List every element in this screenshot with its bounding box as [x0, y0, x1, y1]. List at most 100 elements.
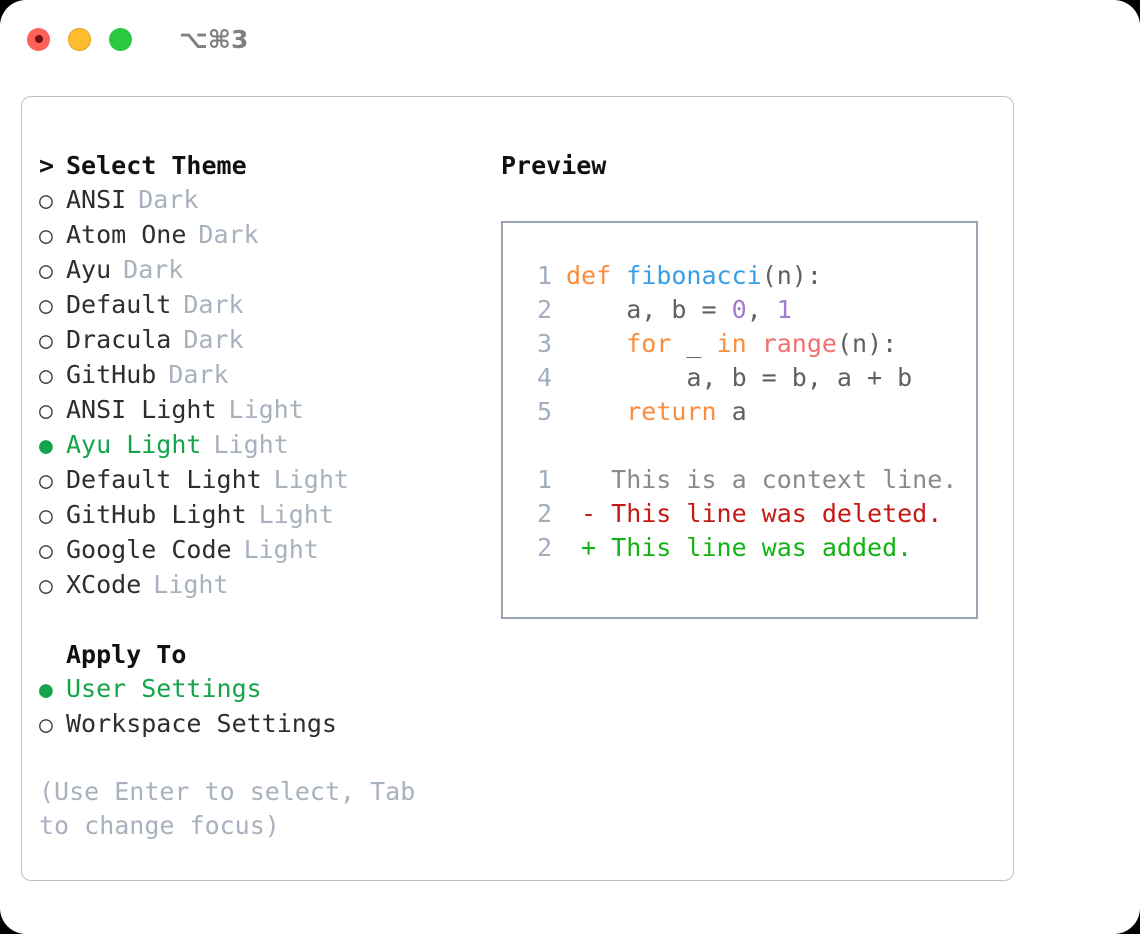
token-pln: (n): — [836, 329, 898, 358]
radio-empty-icon: ○ — [39, 258, 53, 284]
diff-sample: 1 This is a context line. 2 - This line w… — [503, 463, 976, 565]
token-pln — [747, 329, 762, 358]
token-pln: , — [746, 295, 777, 324]
token-pln — [611, 261, 626, 290]
apply-to-option-0[interactable]: ●User Settings — [39, 672, 489, 707]
radio-empty-icon: ○ — [39, 188, 53, 214]
radio-empty-icon: ○ — [39, 223, 53, 249]
maximize-button[interactable] — [109, 27, 132, 51]
theme-option-0[interactable]: ○ ANSI Dark — [39, 183, 489, 218]
theme-variant-tag: Light — [258, 500, 334, 529]
line-number: 3 — [536, 329, 552, 358]
theme-option-label: Atom One — [66, 220, 187, 249]
token-pln: a, b = b, a + b — [566, 363, 913, 392]
diff-content: + This line was added. — [566, 531, 912, 565]
code-content: def fibonacci(n): — [566, 259, 822, 293]
line-number: 2 — [536, 533, 552, 562]
theme-variant-tag: Dark — [183, 325, 244, 354]
title-bar: ⌥⌘3 — [0, 0, 1140, 78]
diff-line: 2 + This line was added. — [520, 531, 976, 565]
radio-empty-icon: ○ — [39, 468, 53, 494]
line-number: 4 — [536, 363, 552, 392]
token-fn: fibonacci — [626, 261, 762, 290]
theme-variant-tag: Light — [213, 430, 289, 459]
diff-line: 2 - This line was deleted. — [520, 497, 976, 531]
code-line: 2 a, b = 0, 1 — [520, 293, 976, 327]
token-pln — [566, 397, 626, 426]
theme-variant-tag: Dark — [183, 290, 244, 319]
theme-variant-tag: Light — [153, 570, 229, 599]
theme-option-9[interactable]: ○ GitHub Light Light — [39, 498, 489, 533]
select-theme-heading: > Select Theme — [39, 149, 489, 183]
focus-caret-icon: > — [39, 151, 55, 180]
line-number: 1 — [536, 465, 552, 494]
theme-variant-tag: Light — [243, 535, 319, 564]
code-content: for _ in range(n): — [566, 327, 897, 361]
token-num: 0 — [731, 295, 747, 324]
theme-option-label: Default — [66, 290, 172, 319]
close-button[interactable] — [27, 27, 50, 51]
token-kw: def — [566, 261, 612, 290]
token-bi: range — [761, 329, 837, 358]
theme-option-6[interactable]: ○ ANSI Light Light — [39, 393, 489, 428]
preview-heading: Preview — [501, 151, 607, 180]
theme-option-label: ANSI — [66, 185, 127, 214]
apply-to-list: ●User Settings ○ Workspace Settings — [39, 672, 489, 742]
radio-empty-icon: ○ — [39, 712, 53, 738]
theme-option-label: ANSI Light — [66, 395, 217, 424]
token-add: + This line was added. — [566, 533, 913, 562]
theme-option-1[interactable]: ○ Atom One Dark — [39, 218, 489, 253]
theme-option-label: Dracula — [66, 325, 172, 354]
apply-to-option-1[interactable]: ○ Workspace Settings — [39, 707, 489, 742]
code-content: return a — [566, 395, 747, 429]
theme-option-8[interactable]: ○ Default Light Light — [39, 463, 489, 498]
token-kw: return — [626, 397, 717, 426]
code-line: 5 return a — [520, 395, 976, 429]
token-pln: a — [716, 397, 747, 426]
token-del: - This line was deleted. — [566, 499, 943, 528]
code-line: 3 for _ in range(n): — [520, 327, 976, 361]
focus-caret-placeholder-icon — [39, 638, 66, 672]
minimize-button[interactable] — [68, 27, 91, 51]
diff-content: - This line was deleted. — [566, 497, 942, 531]
theme-variant-tag: Dark — [138, 185, 199, 214]
theme-variant-tag: Light — [228, 395, 304, 424]
radio-empty-icon: ○ — [39, 538, 53, 564]
section-spacer — [39, 603, 489, 638]
keyboard-hint-text: (Use Enter to select, Tab to change focu… — [39, 777, 431, 840]
line-number: 2 — [536, 295, 552, 324]
theme-option-label: XCode — [66, 570, 142, 599]
theme-variant-tag: Light — [273, 465, 349, 494]
token-pln: a, b = — [566, 295, 732, 324]
radio-empty-icon: ○ — [39, 363, 53, 389]
radio-empty-icon: ○ — [39, 398, 53, 424]
theme-option-label: Ayu Light — [66, 430, 202, 459]
token-kw: for — [626, 329, 672, 358]
diff-content: This is a context line. — [566, 463, 957, 497]
apply-to-option-label: Workspace Settings — [66, 709, 337, 738]
radio-selected-icon: ● — [39, 677, 53, 703]
code-content: a, b = b, a + b — [566, 361, 912, 395]
line-number: 2 — [536, 499, 552, 528]
theme-variant-tag: Dark — [198, 220, 259, 249]
token-ctx: This is a context line. — [566, 465, 958, 494]
radio-empty-icon: ○ — [39, 503, 53, 529]
radio-empty-icon: ○ — [39, 293, 53, 319]
theme-option-label: Default Light — [66, 465, 262, 494]
apply-to-heading: Apply To — [39, 638, 489, 672]
theme-option-3[interactable]: ○ Default Dark — [39, 288, 489, 323]
token-pln: _ — [671, 329, 717, 358]
theme-option-label: GitHub Light — [66, 500, 247, 529]
